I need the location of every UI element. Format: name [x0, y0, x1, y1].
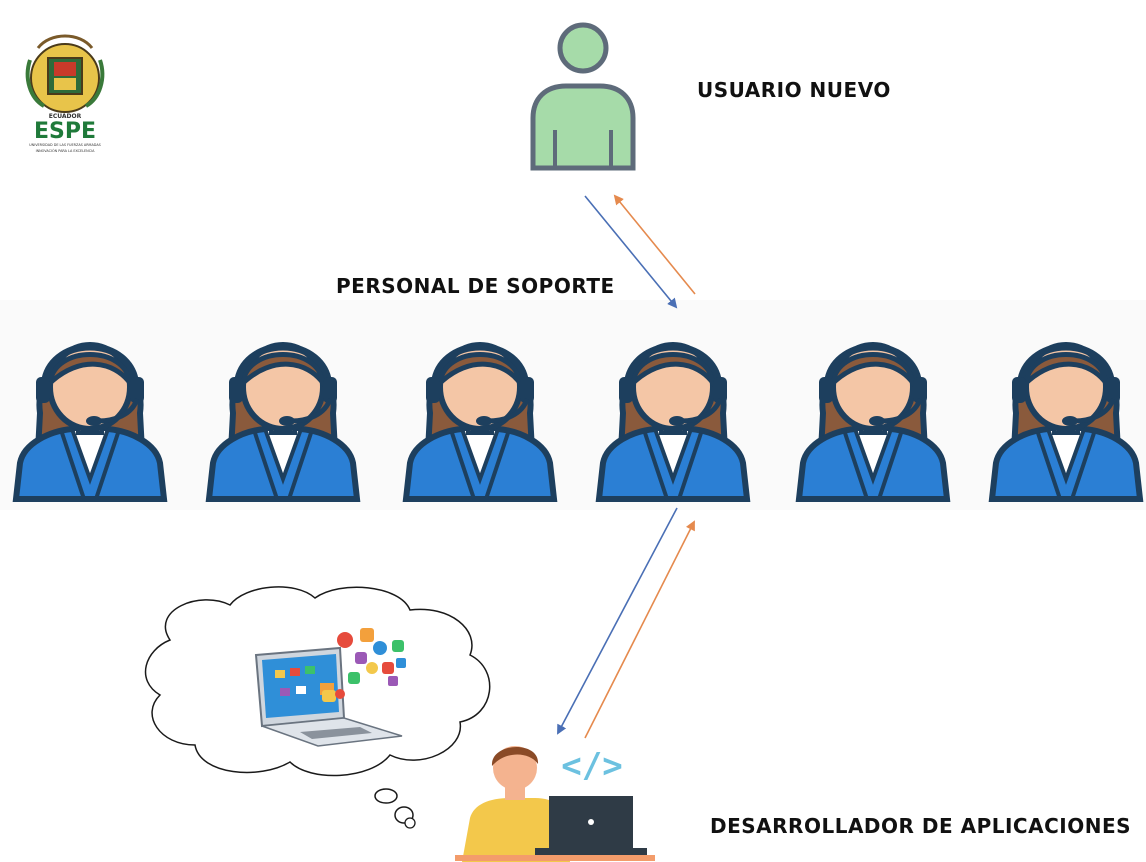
logo-country: ECUADOR [49, 113, 82, 120]
arrow-user-to-support [584, 195, 678, 309]
logo-acronym: ESPE [34, 119, 96, 144]
espe-logo: ECUADOR ESPE UNIVERSIDAD DE LAS FUERZAS … [25, 34, 105, 153]
code-symbol: </> [561, 746, 622, 786]
new-user-icon [530, 22, 636, 171]
new-user-label: USUARIO NUEVO [697, 78, 891, 102]
developer-icon: </> [455, 746, 655, 862]
arrow-support-to-developer [557, 507, 678, 735]
logo-motto: INNOVACIÓN PARA LA EXCELENCIA [36, 148, 95, 153]
app-developer-label: DESARROLLADOR DE APLICACIONES [710, 814, 1132, 838]
logo-university: UNIVERSIDAD DE LAS FUERZAS ARMADAS [29, 143, 101, 147]
arrow-developer-to-support [584, 520, 695, 739]
arrow-support-to-user [613, 194, 696, 295]
support-band [0, 300, 1146, 510]
laptop-apps-illustration [254, 628, 406, 747]
support-staff-label: PERSONAL DE SOPORTE [336, 274, 615, 298]
